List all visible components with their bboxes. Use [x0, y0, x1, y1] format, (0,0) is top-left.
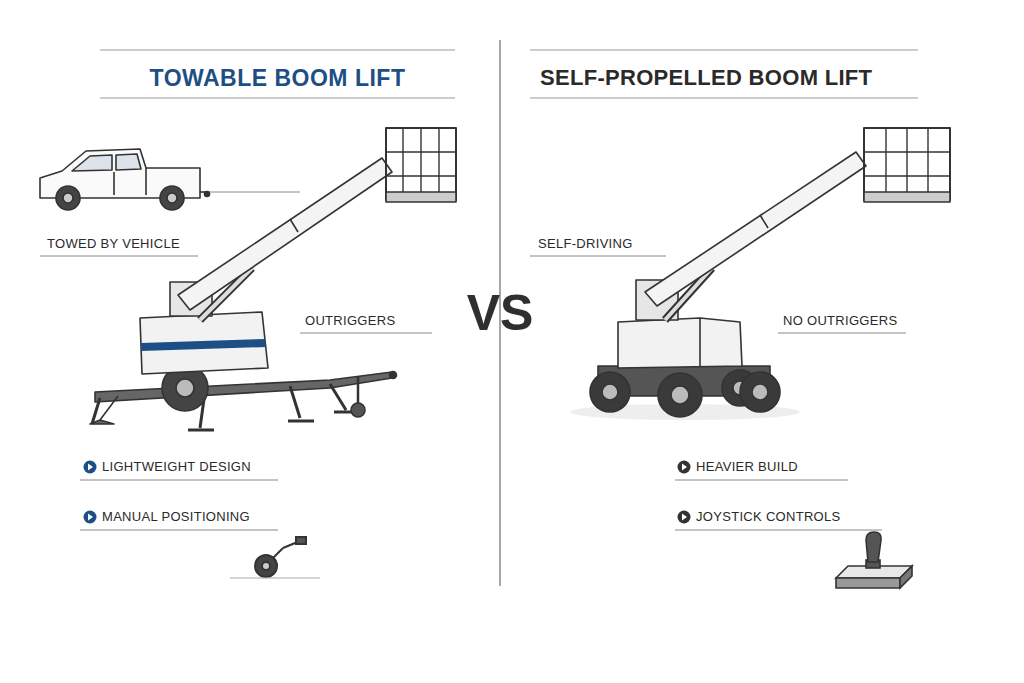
- joystick-icon: [836, 532, 912, 588]
- callout-label: TOWED BY VEHICLE: [47, 237, 207, 251]
- towable-lift: [90, 128, 456, 430]
- callout-label: OUTRIGGERS: [305, 314, 435, 328]
- feature-label: JOYSTICK CONTROLS: [696, 510, 886, 524]
- jack-wheel-icon: [230, 537, 320, 578]
- self-propelled-lift: [570, 128, 950, 420]
- feature-label: HEAVIER BUILD: [696, 460, 856, 474]
- section-heading: TOWABLE BOOM LIFT: [100, 66, 455, 91]
- label-rules: [40, 192, 906, 530]
- feature-label: LIGHTWEIGHT DESIGN: [102, 460, 282, 474]
- pickup-truck: [40, 149, 210, 210]
- feature-label: MANUAL POSITIONING: [102, 510, 282, 524]
- callout-label: NO OUTRIGGERS: [783, 314, 913, 328]
- section-heading: SELF-PROPELLED BOOM LIFT: [540, 66, 928, 90]
- bullet-icons: [84, 461, 691, 524]
- callout-label: SELF-DRIVING: [538, 237, 668, 251]
- vs-label: VS: [440, 286, 560, 341]
